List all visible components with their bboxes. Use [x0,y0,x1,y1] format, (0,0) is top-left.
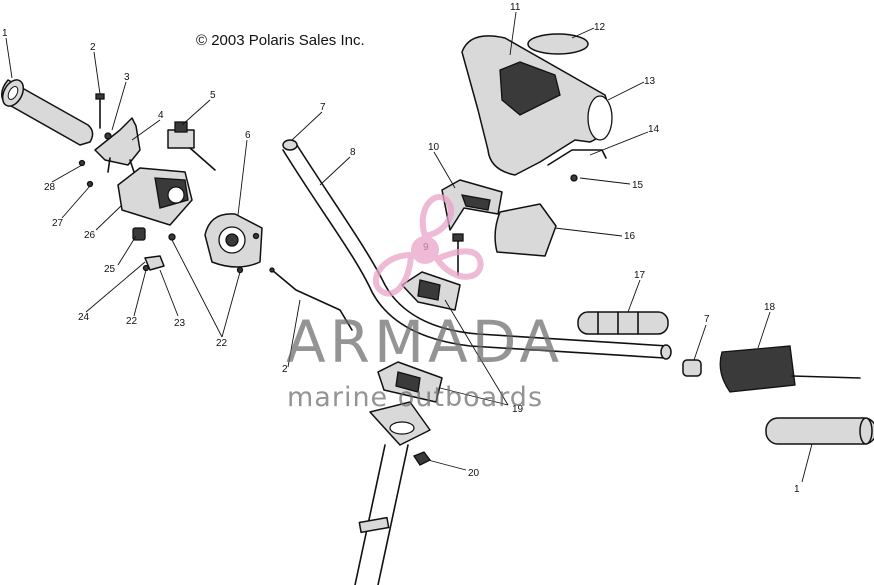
decal-12 [527,33,589,55]
pad-10 [441,179,503,231]
callout-15: 15 [632,180,644,191]
callout-3: 3 [124,72,130,83]
callout-2: 2 [90,42,96,53]
callout-22a: 22 [126,316,138,327]
callout-7: 7 [320,102,326,113]
handlebar-8 [282,139,672,360]
watermark-brand: ARMADA [286,308,564,376]
callout-27: 27 [52,218,64,229]
callout-4: 4 [158,110,164,121]
throttle-housing-6 [204,213,263,268]
callout-2b: 2 [282,364,288,375]
watermark-tagline: marine outboards [287,382,544,413]
handlebar-pod-11 [461,35,613,176]
callout-12: 12 [594,22,606,33]
callout-13: 13 [644,76,656,87]
callout-10: 10 [428,142,440,153]
callout-28: 28 [44,182,56,193]
cover-16 [494,203,557,257]
callout-19: 19 [512,404,524,415]
clamp-bracket [94,117,141,173]
callout-1b: 1 [794,484,800,495]
callout-17: 17 [634,270,646,281]
grip-right [765,417,874,445]
callout-1: 1 [2,28,8,39]
callout-7b: 7 [704,314,710,325]
bar-clamp-lower [377,361,443,403]
switch-housing-26 [117,167,193,226]
callout-20: 20 [468,468,480,479]
callout-8: 8 [350,147,356,158]
callout-24: 24 [78,312,90,323]
grip-17 [577,311,669,335]
wire-14 [547,149,607,182]
screw-2 [95,93,105,129]
bar-end-7 [682,359,702,377]
watermark-logo-icon [372,194,484,297]
nut-20 [413,451,431,466]
callout-16: 16 [624,231,636,242]
callout-26: 26 [84,230,96,241]
callout-18: 18 [764,302,776,313]
throttle-assembly-18 [719,345,861,393]
small-fasteners [78,159,260,274]
steering-post [354,401,431,585]
callout-22b: 22 [216,338,228,349]
callout-6: 6 [245,130,251,141]
callout-25: 25 [104,264,116,275]
callout-5: 5 [210,90,216,101]
bolt-9 [452,233,464,276]
callout-23: 23 [174,318,186,329]
copyright-notice: © 2003 Polaris Sales Inc. [196,32,365,49]
kill-switch-5 [167,121,216,171]
callout-14: 14 [648,124,660,135]
leader-lines [5,11,813,483]
callout-11: 11 [510,2,521,13]
throttle-cable-2 [269,267,353,331]
grip-left [1,79,94,146]
